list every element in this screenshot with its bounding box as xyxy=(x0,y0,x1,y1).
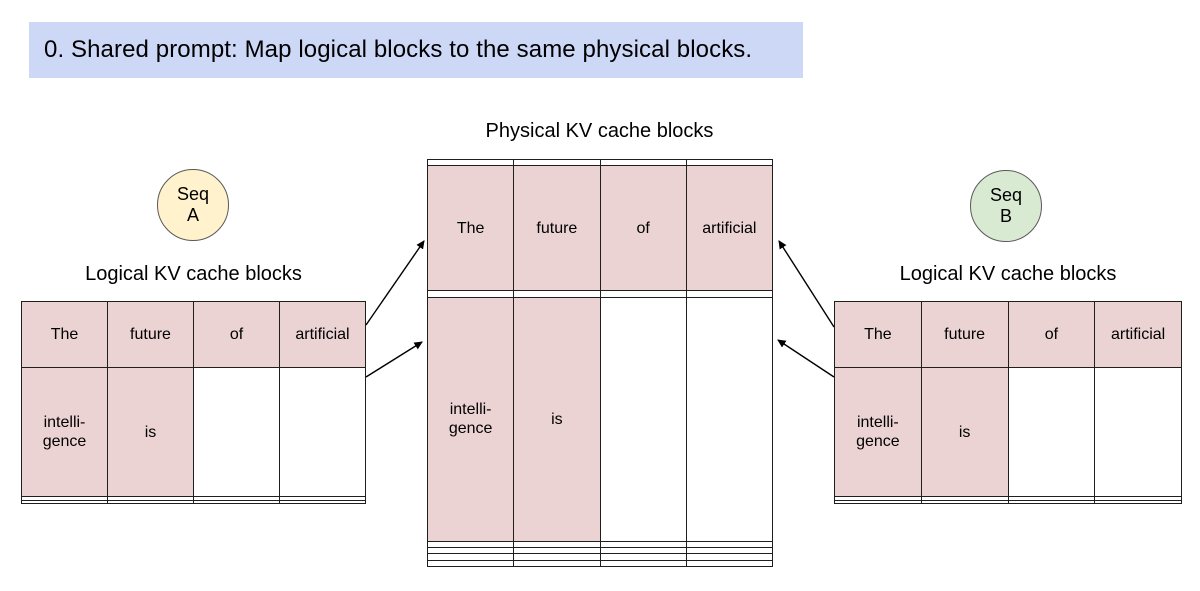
table-cell: artificial xyxy=(685,165,774,292)
seq-a-badge: Seq A xyxy=(157,169,229,241)
table-cell: intelli- gence xyxy=(426,296,515,542)
table-cell xyxy=(1007,367,1096,498)
table-row xyxy=(426,158,774,167)
table-cell: intelli- gence xyxy=(21,367,108,498)
table-row xyxy=(426,559,774,568)
table-cell xyxy=(834,499,922,505)
table-cell xyxy=(279,367,366,498)
arrow-seq-a-block1 xyxy=(365,341,423,378)
seq-a-logical-table-title: Logical KV cache blocks xyxy=(85,263,302,285)
seq-b-logical-table-title: Logical KV cache blocks xyxy=(899,263,1117,285)
table-cell xyxy=(1007,499,1096,505)
table-cell xyxy=(279,499,366,505)
table-cell: future xyxy=(513,165,601,292)
table-row xyxy=(834,499,1182,505)
table-cell xyxy=(685,296,774,542)
table-cell xyxy=(1094,367,1182,498)
table-cell xyxy=(21,499,108,505)
table-cell xyxy=(193,499,280,505)
table-cell: The xyxy=(834,300,922,369)
table-row xyxy=(426,290,774,298)
table-cell: future xyxy=(920,300,1009,369)
seq-b-badge: Seq B xyxy=(970,170,1042,242)
arrow-seq-b-block0 xyxy=(778,240,835,328)
table-cell: is xyxy=(107,367,194,498)
arrow-seq-b-block1 xyxy=(777,339,835,378)
table-cell: future xyxy=(107,300,194,369)
table-cell: is xyxy=(920,367,1009,498)
arrow-seq-a-block0 xyxy=(365,240,425,326)
table-cell xyxy=(920,499,1009,505)
table-cell xyxy=(599,296,687,542)
table-cell: artificial xyxy=(1094,300,1182,369)
table-cell: artificial xyxy=(279,300,366,369)
table-cell xyxy=(1094,499,1182,505)
table-cell xyxy=(685,158,774,167)
table-cell: intelli- gence xyxy=(834,367,922,498)
table-cell xyxy=(513,559,601,568)
table-cell: is xyxy=(513,296,601,542)
table-cell: The xyxy=(21,300,108,369)
table-row xyxy=(21,499,366,505)
table-cell: The xyxy=(426,165,515,292)
table-cell xyxy=(685,559,774,568)
table-cell xyxy=(599,559,687,568)
table-cell: of xyxy=(1007,300,1096,369)
table-cell xyxy=(107,499,194,505)
table-cell xyxy=(193,367,280,498)
title-text: 0. Shared prompt: Map logical blocks to … xyxy=(44,36,753,63)
table-cell xyxy=(685,290,774,298)
table-cell: of xyxy=(599,165,687,292)
table-cell xyxy=(426,559,515,568)
physical-table-title: Physical KV cache blocks xyxy=(485,120,714,142)
title-banner: 0. Shared prompt: Map logical blocks to … xyxy=(29,22,803,78)
table-cell: of xyxy=(193,300,280,369)
